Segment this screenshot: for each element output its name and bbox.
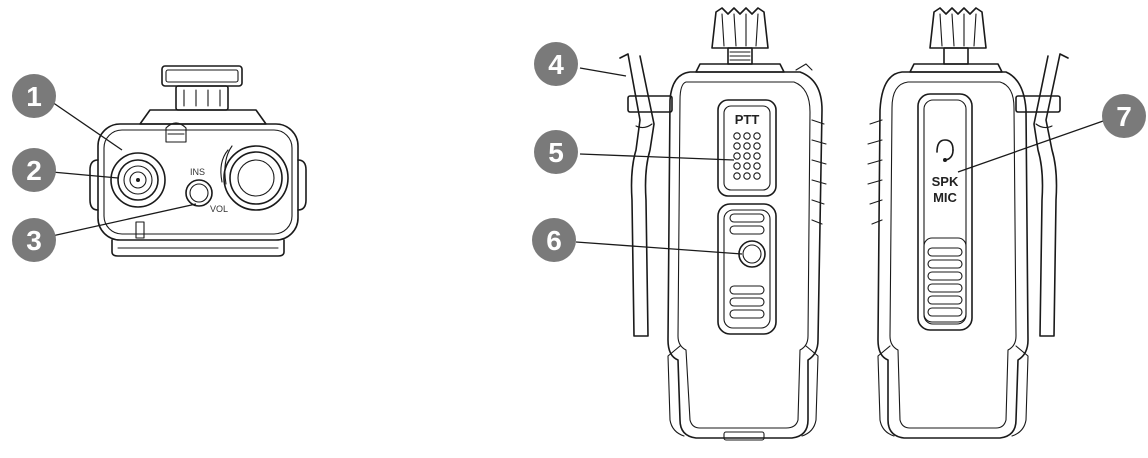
callout-3-number: 3 — [26, 225, 42, 256]
callout-1: 1 — [12, 74, 56, 118]
mic-label: MIC — [933, 190, 957, 205]
spk-mic-port: SPK MIC — [917, 93, 973, 331]
volume-knob — [220, 145, 289, 211]
callout-3: 3 — [12, 218, 56, 262]
callout-1-number: 1 — [26, 81, 42, 112]
front-belt-clip — [619, 53, 673, 337]
front-body — [667, 63, 827, 441]
ptt-button: PTT — [717, 99, 777, 197]
leader-3 — [51, 203, 197, 237]
leader-1 — [51, 101, 123, 151]
callout-6: 6 — [532, 218, 576, 262]
top-view: INS VOL — [89, 65, 307, 257]
leader-4 — [579, 67, 627, 77]
back-belt-clip — [1015, 53, 1069, 337]
callout-7-number: 7 — [1116, 101, 1132, 132]
ins-label: INS — [190, 167, 205, 177]
callout-7: 7 — [1102, 94, 1146, 138]
spk-label: SPK — [932, 174, 959, 189]
ptt-speaker-grille — [733, 132, 761, 180]
callout-5-number: 5 — [548, 137, 564, 168]
leader-6 — [575, 241, 743, 255]
front-button-panel — [717, 203, 777, 335]
vol-label: VOL — [210, 204, 228, 214]
callout-2-number: 2 — [26, 155, 42, 186]
accessory-jack: INS VOL — [185, 167, 228, 214]
callout-6-number: 6 — [546, 225, 562, 256]
callout-2: 2 — [12, 148, 56, 192]
top-body — [89, 122, 307, 257]
callout-5: 5 — [534, 130, 578, 174]
callout-4-number: 4 — [548, 49, 564, 80]
back-view: SPK MIC — [867, 7, 1069, 439]
back-body — [867, 71, 1029, 439]
headset-icon — [936, 139, 954, 162]
leader-7 — [957, 119, 1107, 173]
front-top-knob — [695, 7, 785, 73]
leader-5 — [579, 153, 735, 161]
top-knob — [139, 65, 267, 125]
antenna-connector — [110, 152, 166, 208]
callout-4: 4 — [534, 42, 578, 86]
back-top-knob — [909, 7, 1003, 73]
front-view: PTT — [619, 7, 827, 441]
ptt-label: PTT — [735, 112, 760, 127]
leader-2 — [51, 171, 119, 179]
callout-leaders — [51, 67, 1107, 255]
